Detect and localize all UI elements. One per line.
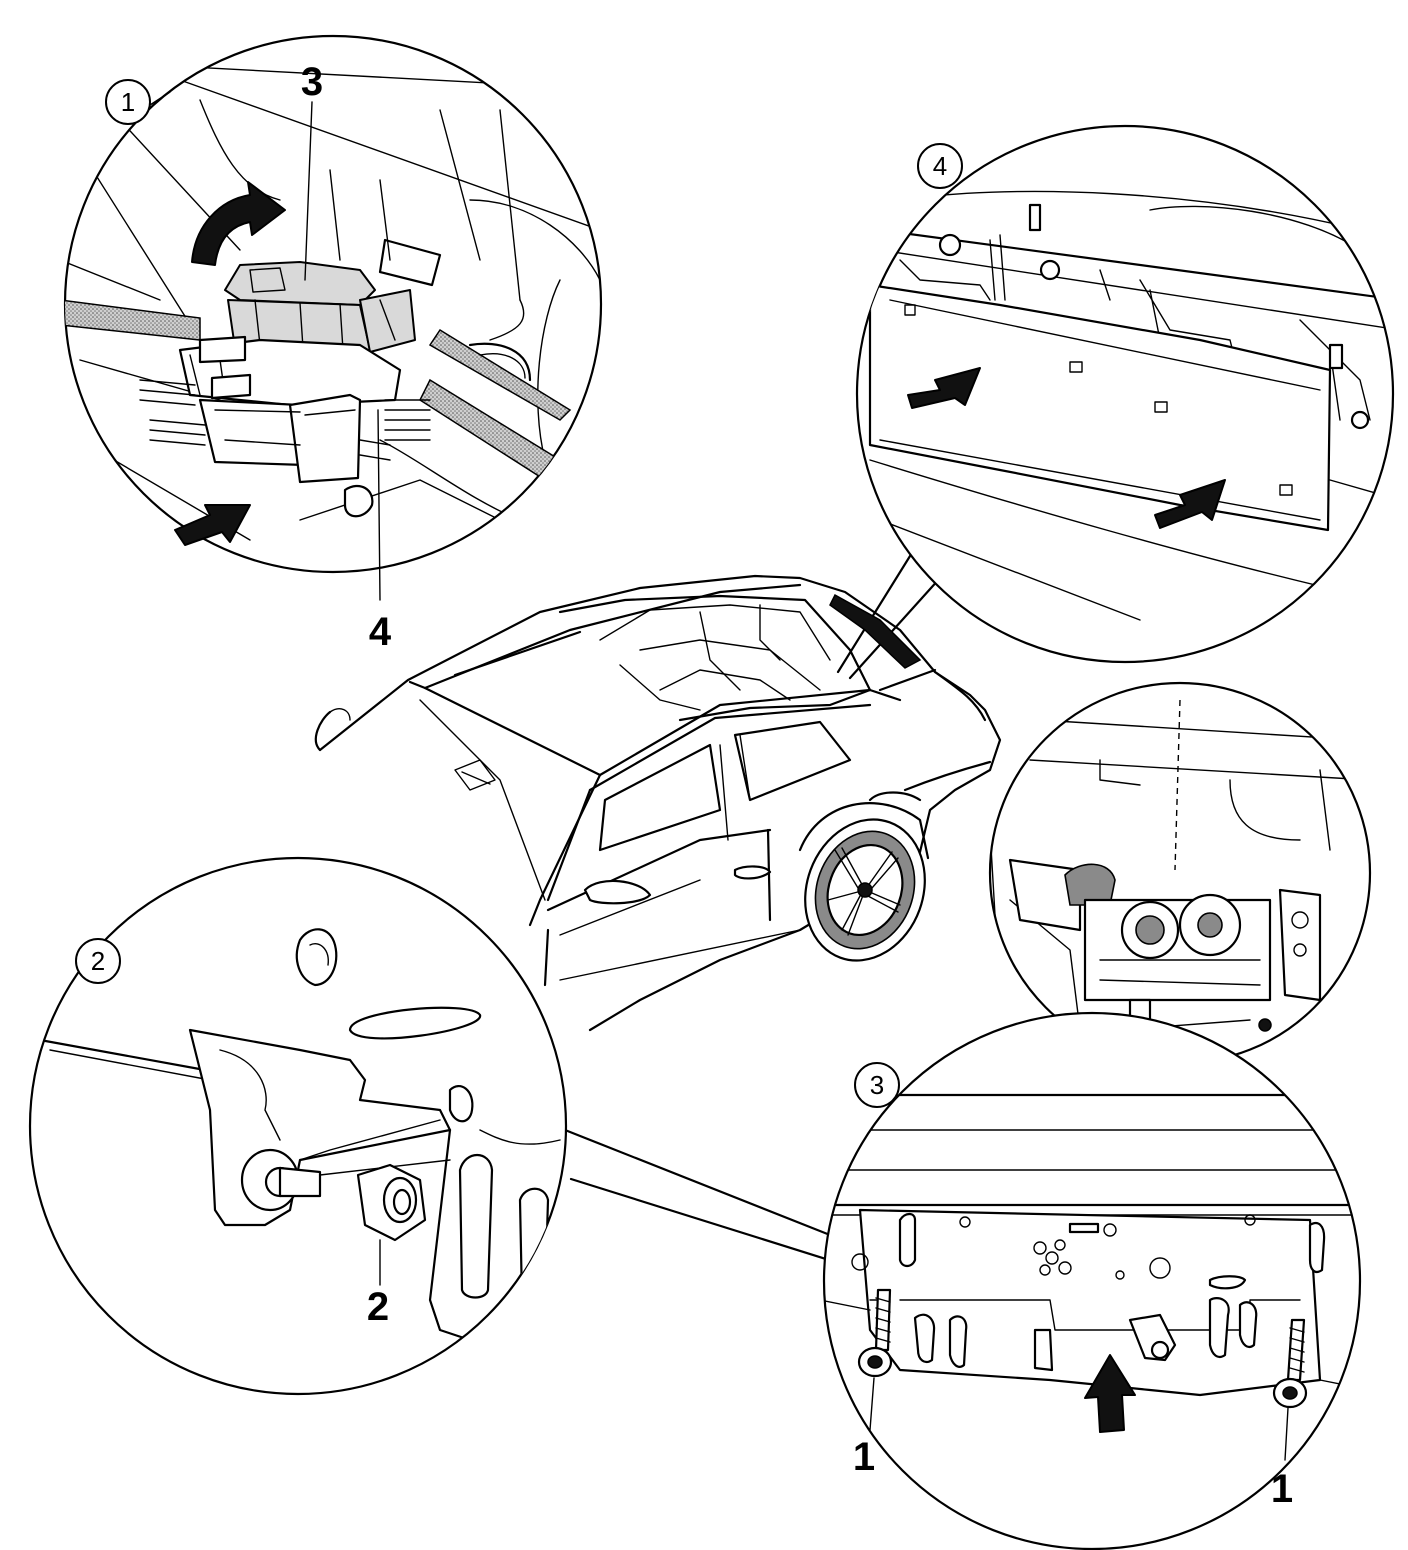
detail-badge-2-label: 2 [91, 946, 105, 976]
callout-1-screw-left: 1 [853, 1435, 875, 1479]
detail-badge-4 [917, 143, 963, 189]
detail-badge-1 [105, 79, 151, 125]
detail-badge-3 [854, 1062, 900, 1108]
detail-badge-4-label: 4 [933, 151, 947, 181]
callout-2-nut: 2 [367, 1285, 389, 1329]
screw-right [1272, 1318, 1308, 1461]
car-body [314, 574, 1002, 1032]
callout-4-connector: 4 [369, 610, 392, 654]
screw-left [857, 1288, 893, 1431]
detail-badge-1-label: 1 [121, 87, 135, 117]
panel-markings [904, 304, 1293, 496]
detail-view-motor [988, 681, 1372, 1065]
detail-badge-2 [75, 938, 121, 984]
detail-view-1: 1 3 4 [63, 34, 603, 654]
detail-view-2: 2 2 [28, 856, 568, 1396]
callout-1-screw-right: 1 [1271, 1467, 1293, 1511]
detail-view-3: 3 1 1 [822, 1011, 1362, 1550]
connector-pins [139, 379, 431, 461]
detail-badge-3-label: 3 [870, 1070, 884, 1100]
detail-view-4: 4 [855, 124, 1395, 664]
callout-3-connector: 3 [301, 60, 323, 104]
wheel-spokes [827, 847, 901, 936]
